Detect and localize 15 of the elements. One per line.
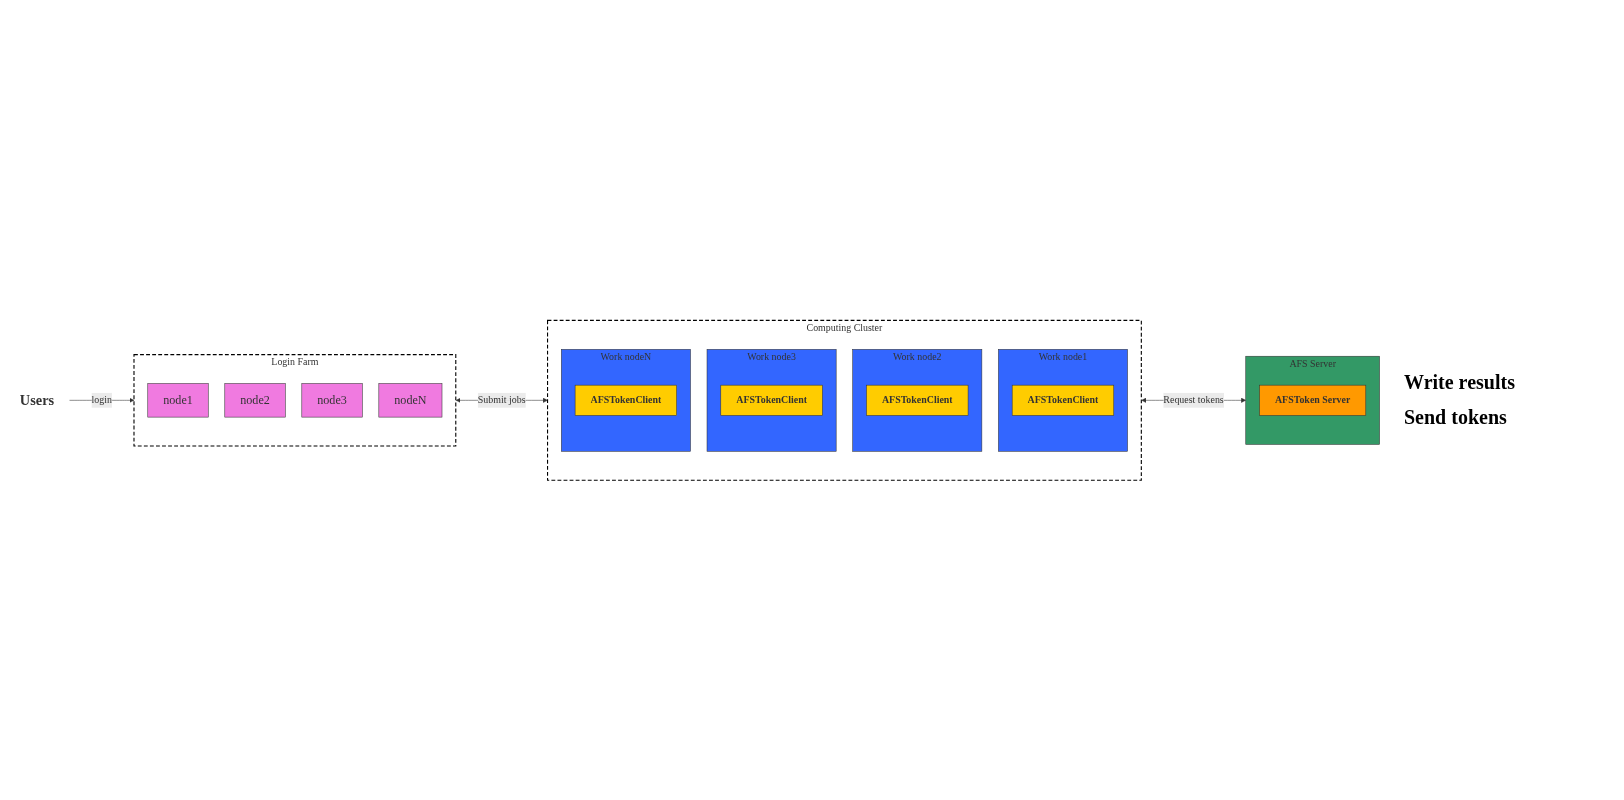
node-box: node1	[147, 382, 209, 418]
node-text: Users	[19, 392, 55, 408]
node-box: node3	[301, 382, 363, 418]
node-box: AFSTokenClient	[866, 384, 969, 416]
edge-label: Request tokens	[1163, 394, 1224, 406]
edge-label: Submit jobs	[477, 394, 526, 406]
edge-label: login	[91, 394, 112, 406]
note-label: Send tokens	[1404, 406, 1508, 429]
node-box: node2	[224, 382, 286, 418]
node-box: AFSTokenClient	[1011, 384, 1115, 416]
node-box: AFSToken Server	[1259, 384, 1367, 416]
node-box: AFSTokenClient	[574, 384, 677, 416]
node-box: nodeN	[378, 382, 443, 418]
note-label: Write results	[1404, 371, 1516, 394]
node-box: AFSTokenClient	[720, 384, 823, 416]
